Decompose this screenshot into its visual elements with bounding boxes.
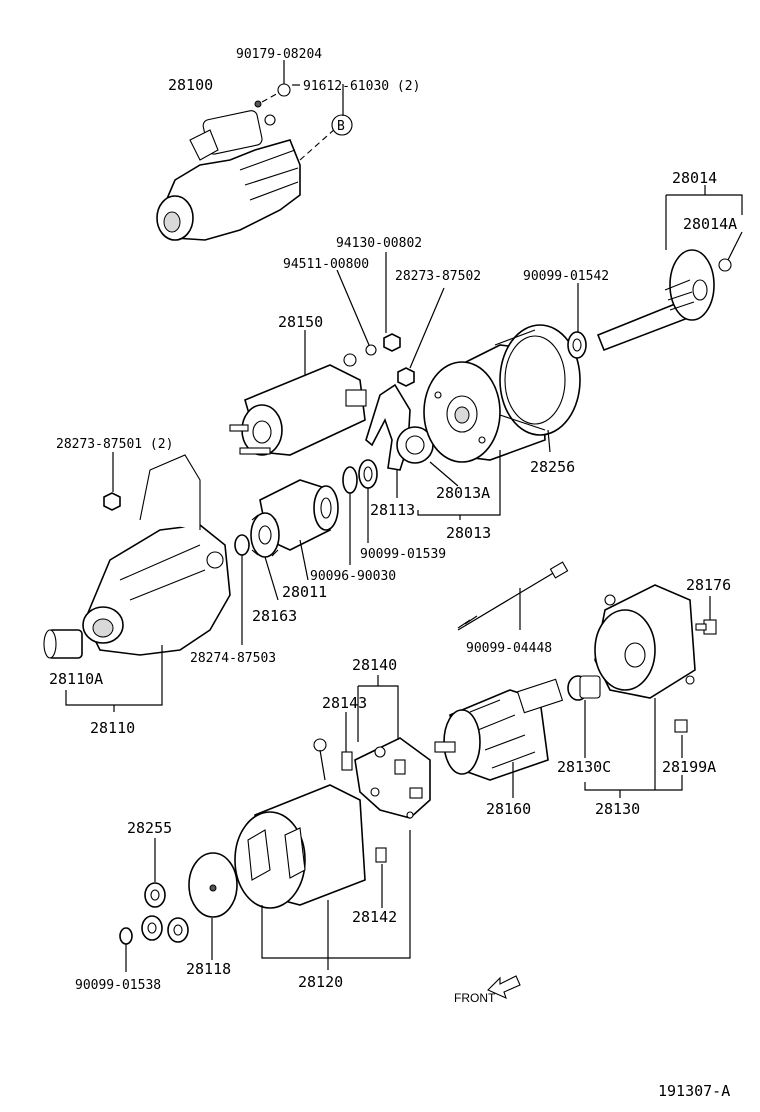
label-28274-87503: 28274-87503 xyxy=(190,651,276,666)
label-front: FRONT xyxy=(454,991,496,1005)
through-bolt-90099-04448[interactable] xyxy=(457,561,569,631)
label-94511-00800: 94511-00800 xyxy=(283,257,369,272)
label-28013a: 28013A xyxy=(436,484,490,502)
label-28110: 28110 xyxy=(90,719,135,737)
cap-28199a[interactable] xyxy=(674,719,688,733)
leader-lines xyxy=(65,60,743,972)
label-28110a: 28110A xyxy=(49,670,103,688)
brush-holder-28140[interactable] xyxy=(354,737,431,819)
bearing-28130c[interactable] xyxy=(567,675,601,701)
nut-28273-87501[interactable] xyxy=(103,492,121,511)
label-90099-01539: 90099-01539 xyxy=(360,547,446,562)
washer-90099-01538[interactable] xyxy=(119,927,133,945)
label-28273-87502: 28273-87502 xyxy=(395,269,481,284)
internal-gear-28256[interactable] xyxy=(494,324,581,436)
brush-28142[interactable] xyxy=(375,847,387,863)
bush-28014a[interactable] xyxy=(718,258,732,272)
nut-90179-08204[interactable] xyxy=(277,83,291,97)
label-28142: 28142 xyxy=(352,908,397,926)
end-frame-28130[interactable] xyxy=(594,584,696,699)
diagram-id: 191307-A xyxy=(658,1082,730,1100)
label-28176: 28176 xyxy=(686,576,731,594)
label-28011: 28011 xyxy=(282,583,327,601)
label-ref-b: B xyxy=(337,119,345,134)
part-labels: 90179-08204 28100 91612-61030 (2) B 2801… xyxy=(49,47,737,1100)
planetary-shaft-28014[interactable] xyxy=(596,249,715,352)
label-28118: 28118 xyxy=(186,960,231,978)
label-90099-01542: 90099-01542 xyxy=(523,269,609,284)
planetary-gear-28255[interactable] xyxy=(141,882,189,943)
washer-94511-00800[interactable] xyxy=(365,344,377,356)
label-90099-04448: 90099-04448 xyxy=(466,641,552,656)
label-28150: 28150 xyxy=(278,313,323,331)
bush-28110a[interactable] xyxy=(43,629,83,659)
label-28273-87501: 28273-87501 (2) xyxy=(56,437,173,452)
label-28163: 28163 xyxy=(252,607,297,625)
pinion-gear-28163[interactable] xyxy=(250,512,280,558)
nut-28273-87502[interactable] xyxy=(397,367,415,387)
label-91612-61030: 91612-61030 (2) xyxy=(303,79,420,94)
nut-94130-00802[interactable] xyxy=(383,333,401,352)
ring-28118[interactable] xyxy=(188,852,238,918)
label-28013: 28013 xyxy=(446,524,491,542)
label-28014: 28014 xyxy=(672,169,717,187)
label-90096-90030: 90096-90030 xyxy=(310,569,396,584)
retainer-28274-87503[interactable] xyxy=(234,534,250,556)
label-28113: 28113 xyxy=(370,501,415,519)
label-28100: 28100 xyxy=(168,76,213,94)
bearing-28013a[interactable] xyxy=(396,426,434,464)
label-28014a: 28014A xyxy=(683,215,737,233)
armature-28160[interactable] xyxy=(434,678,564,781)
drive-housing-28110[interactable] xyxy=(82,454,231,656)
label-28256: 28256 xyxy=(530,458,575,476)
washer-90096-90030[interactable] xyxy=(342,466,358,494)
starter-assembly-28100[interactable] xyxy=(156,100,301,241)
label-90099-01538: 90099-01538 xyxy=(75,978,161,993)
label-28199a: 28199A xyxy=(662,758,716,776)
bolt-28176[interactable] xyxy=(695,619,717,635)
label-28130c: 28130C xyxy=(557,758,611,776)
label-28120: 28120 xyxy=(298,973,343,991)
front-arrow-icon xyxy=(487,975,521,1000)
label-94130-00802: 94130-00802 xyxy=(336,236,422,251)
reference-b-circle xyxy=(331,114,353,136)
label-28143: 28143 xyxy=(322,694,367,712)
clutch-28011[interactable] xyxy=(259,479,339,551)
label-90179-08204: 90179-08204 xyxy=(236,47,322,62)
label-28160: 28160 xyxy=(486,800,531,818)
label-28130: 28130 xyxy=(595,800,640,818)
label-28140: 28140 xyxy=(352,656,397,674)
solenoid-28150[interactable] xyxy=(229,353,367,456)
yoke-28120[interactable] xyxy=(234,738,366,909)
label-28255: 28255 xyxy=(127,819,172,837)
spring-28143[interactable] xyxy=(341,751,353,771)
